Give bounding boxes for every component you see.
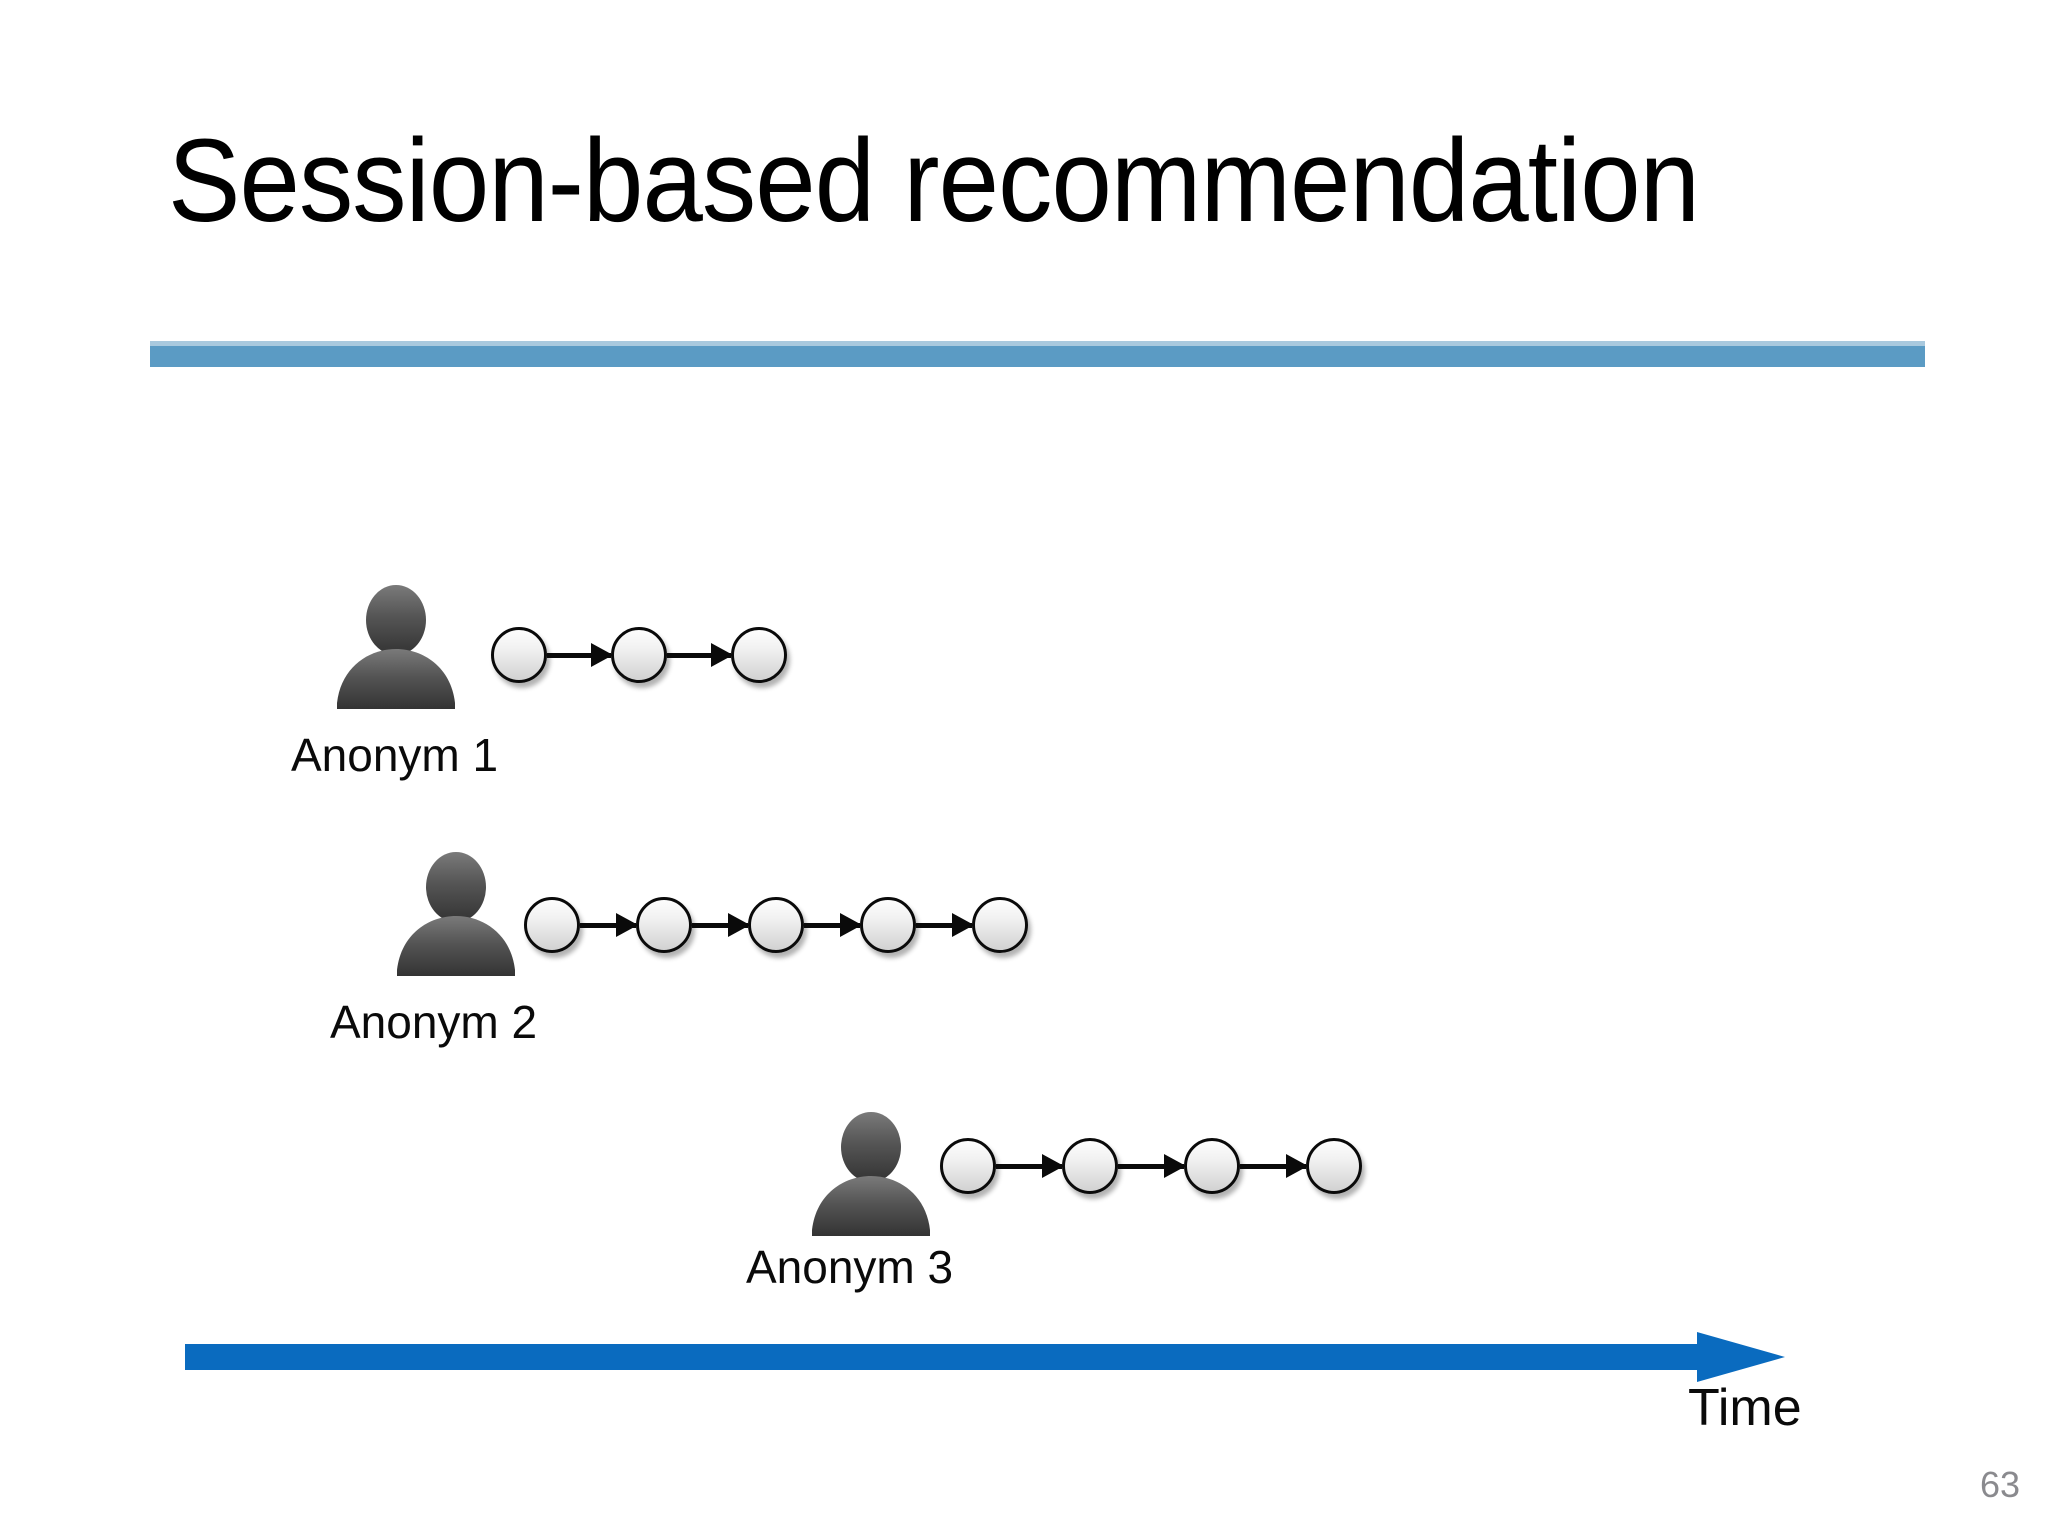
event-chain-anonym-1 <box>491 627 787 683</box>
person-silhouette-icon <box>385 852 527 976</box>
time-axis-arrow <box>185 1332 1785 1408</box>
event-node[interactable] <box>940 1138 996 1194</box>
event-node[interactable] <box>491 627 547 683</box>
event-chain-anonym-2 <box>524 897 1028 953</box>
event-transition-arrow <box>692 922 748 928</box>
event-transition-arrow <box>667 652 731 658</box>
event-node[interactable] <box>731 627 787 683</box>
event-transition-arrow <box>804 922 860 928</box>
event-transition-arrow <box>580 922 636 928</box>
person-silhouette-icon <box>800 1112 942 1236</box>
session-label-anonym-3: Anonym 3 <box>746 1241 954 1293</box>
event-transition-arrow <box>1118 1163 1184 1169</box>
event-node[interactable] <box>524 897 580 953</box>
event-transition-arrow <box>547 652 611 658</box>
session-label-anonym-1: Anonym 1 <box>291 729 499 781</box>
event-transition-arrow <box>996 1163 1062 1169</box>
event-transition-arrow <box>916 922 972 928</box>
event-transition-arrow <box>1240 1163 1306 1169</box>
person-silhouette-icon <box>325 585 467 709</box>
event-node[interactable] <box>1306 1138 1362 1194</box>
event-node[interactable] <box>1062 1138 1118 1194</box>
title-accent-divider <box>150 341 1925 367</box>
session-label-anonym-2: Anonym 2 <box>330 996 538 1048</box>
slide-number: 63 <box>1980 1464 2021 1505</box>
event-node[interactable] <box>1184 1138 1240 1194</box>
time-axis-label: Time <box>1688 1379 1802 1437</box>
page-title: Session-based recommendation <box>168 115 1700 247</box>
event-chain-anonym-3 <box>940 1138 1362 1194</box>
event-node[interactable] <box>972 897 1028 953</box>
